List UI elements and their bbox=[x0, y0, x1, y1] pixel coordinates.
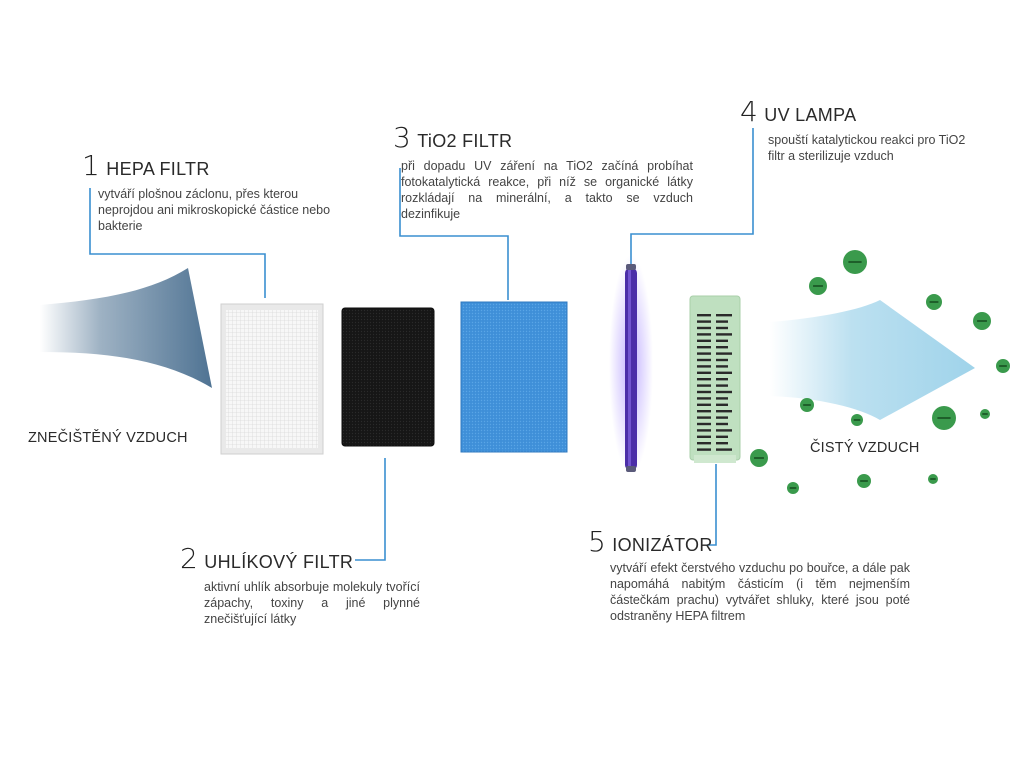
step-heading: 3 TiO2 FILTR bbox=[393, 124, 693, 152]
negative-sign-icon bbox=[803, 404, 811, 406]
step-heading: 1 HEPA FILTR bbox=[82, 152, 352, 180]
ionizer-icon bbox=[689, 295, 741, 463]
uv-lamp-icon bbox=[609, 255, 653, 475]
negative-sign-icon bbox=[982, 413, 988, 415]
dirty-air-label: ZNEČIŠTĚNÝ VZDUCH bbox=[28, 430, 188, 446]
step-heading: 4 UV LAMPA bbox=[740, 98, 990, 126]
negative-sign-icon bbox=[977, 320, 987, 322]
negative-sign-icon bbox=[929, 301, 939, 303]
negative-sign-icon bbox=[813, 285, 823, 287]
negative-sign-icon bbox=[754, 457, 764, 459]
step-number: 2 bbox=[180, 542, 198, 575]
negative-ion-particles bbox=[750, 250, 1010, 494]
connector-lines bbox=[89, 128, 754, 561]
negative-sign-icon bbox=[937, 417, 951, 419]
negative-sign-icon bbox=[848, 261, 862, 263]
negative-sign-icon bbox=[860, 480, 868, 482]
hepa-filter-icon bbox=[220, 303, 324, 455]
step-ionizer: 5 IONIZÁTOR vytváří efekt čerstvého vzdu… bbox=[588, 528, 918, 624]
step-number: 4 bbox=[740, 95, 758, 128]
step-carbon-filter: 2 UHLÍKOVÝ FILTR aktivní uhlík absorbuje… bbox=[180, 545, 440, 627]
step-description: aktivní uhlík absorbuje molekuly tvořící… bbox=[204, 580, 420, 626]
step-tio2-filter: 3 TiO2 FILTR při dopadu UV záření na TiO… bbox=[393, 124, 693, 222]
step-heading: 2 UHLÍKOVÝ FILTR bbox=[180, 545, 440, 573]
step-hepa-filter: 1 HEPA FILTR vytváří plošnou záclonu, př… bbox=[82, 152, 352, 234]
connector-tio2 bbox=[399, 168, 509, 300]
step-number: 1 bbox=[82, 149, 100, 182]
tio2-filter-icon bbox=[460, 301, 568, 453]
step-title: HEPA FILTR bbox=[106, 159, 210, 179]
step-title: UV LAMPA bbox=[764, 105, 857, 125]
carbon-filter-icon bbox=[341, 307, 435, 447]
step-description: vytváří efekt čerstvého vzduchu po bouřc… bbox=[610, 561, 910, 623]
dirty-air-arrow bbox=[40, 268, 212, 388]
step-description: spouští katalytickou reakci pro TiO2 fil… bbox=[768, 133, 966, 163]
negative-sign-icon bbox=[930, 478, 936, 480]
connector-hepa bbox=[89, 188, 266, 298]
step-number: 5 bbox=[588, 525, 606, 558]
step-description: vytváří plošnou záclonu, přes kterou nep… bbox=[98, 187, 331, 233]
clean-air-label: ČISTÝ VZDUCH bbox=[810, 440, 920, 456]
negative-sign-icon bbox=[789, 487, 797, 489]
connector-ionizer bbox=[707, 464, 717, 546]
step-description: při dopadu UV záření na TiO2 začíná prob… bbox=[401, 159, 693, 221]
negative-sign-icon bbox=[853, 419, 861, 421]
step-title: UHLÍKOVÝ FILTR bbox=[204, 552, 354, 572]
step-title: TiO2 FILTR bbox=[417, 131, 513, 151]
connector-carbon bbox=[355, 458, 386, 561]
step-heading: 5 IONIZÁTOR bbox=[588, 528, 918, 556]
negative-sign-icon bbox=[999, 365, 1007, 367]
step-uv-lamp: 4 UV LAMPA spouští katalytickou reakci p… bbox=[740, 98, 990, 164]
connector-uv bbox=[630, 128, 754, 268]
step-title: IONIZÁTOR bbox=[612, 535, 713, 555]
clean-air-arrow bbox=[770, 300, 975, 420]
step-number: 3 bbox=[393, 121, 411, 154]
